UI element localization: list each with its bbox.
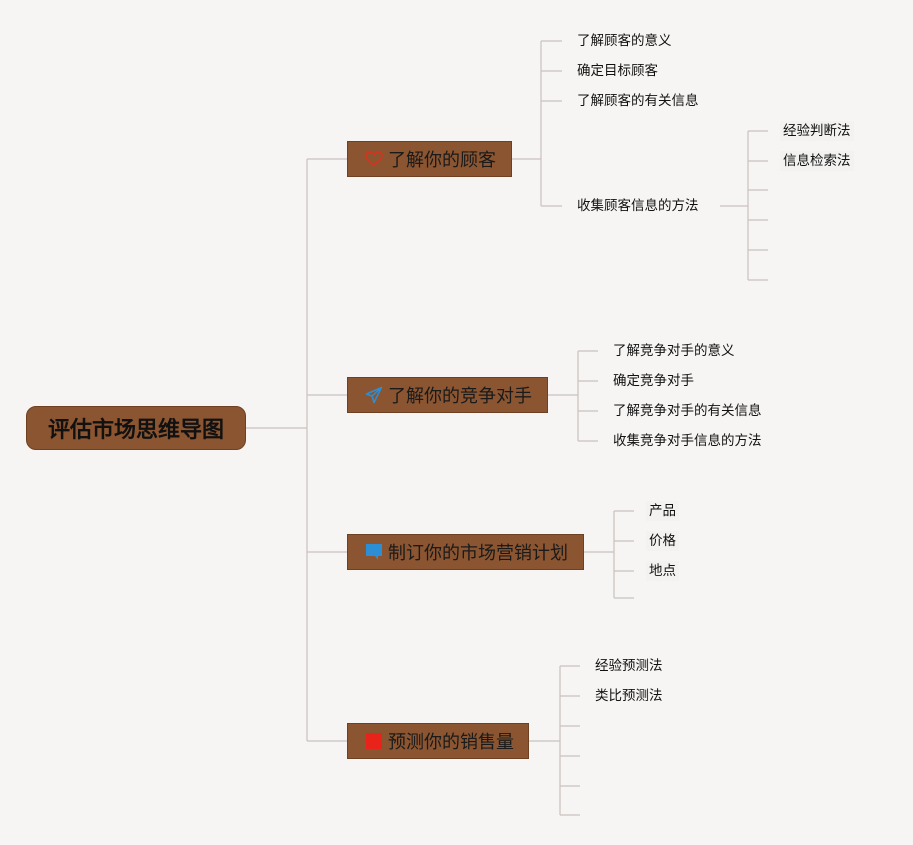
branch-label: 预测你的销售量 (388, 732, 514, 753)
leaf-node[interactable]: 了解竞争对手的意义 (613, 343, 735, 359)
leaf-node[interactable]: 了解顾客的意义 (577, 33, 672, 49)
red-square-icon (364, 731, 384, 751)
leaf-node[interactable]: 类比预测法 (595, 688, 663, 704)
branch-customers[interactable]: 了解你的顾客 (347, 141, 512, 177)
leaf-node[interactable]: 了解竞争对手的有关信息 (613, 403, 762, 419)
branch-marketing-plan[interactable]: 制订你的市场营销计划 (347, 534, 584, 570)
branch-competitors[interactable]: 了解你的竞争对手 (347, 377, 548, 413)
branch-label: 了解你的顾客 (388, 150, 496, 171)
branch-label: 制订你的市场营销计划 (388, 543, 568, 564)
branch-sales-forecast[interactable]: 预测你的销售量 (347, 723, 529, 759)
leaf-node[interactable]: 价格 (646, 531, 679, 551)
leaf-node[interactable]: 收集竞争对手信息的方法 (613, 433, 762, 449)
leaf-node[interactable]: 收集顾客信息的方法 (577, 198, 699, 214)
leaf-node[interactable]: 产品 (646, 501, 679, 521)
flag-icon (364, 542, 384, 562)
branch-label: 了解你的竞争对手 (388, 386, 532, 407)
leaf-node[interactable]: 确定目标顾客 (577, 63, 658, 79)
paper-plane-icon (364, 385, 384, 405)
subleaf-node[interactable]: 信息检索法 (780, 151, 854, 171)
root-node[interactable]: 评估市场思维导图 (26, 406, 246, 450)
heart-icon (364, 149, 384, 169)
leaf-node[interactable]: 经验预测法 (595, 658, 663, 674)
leaf-node[interactable]: 了解顾客的有关信息 (577, 93, 699, 109)
subleaf-node[interactable]: 经验判断法 (780, 121, 854, 141)
leaf-node[interactable]: 确定竞争对手 (613, 373, 694, 389)
leaf-node[interactable]: 地点 (646, 561, 679, 581)
root-label: 评估市场思维导图 (47, 418, 224, 443)
